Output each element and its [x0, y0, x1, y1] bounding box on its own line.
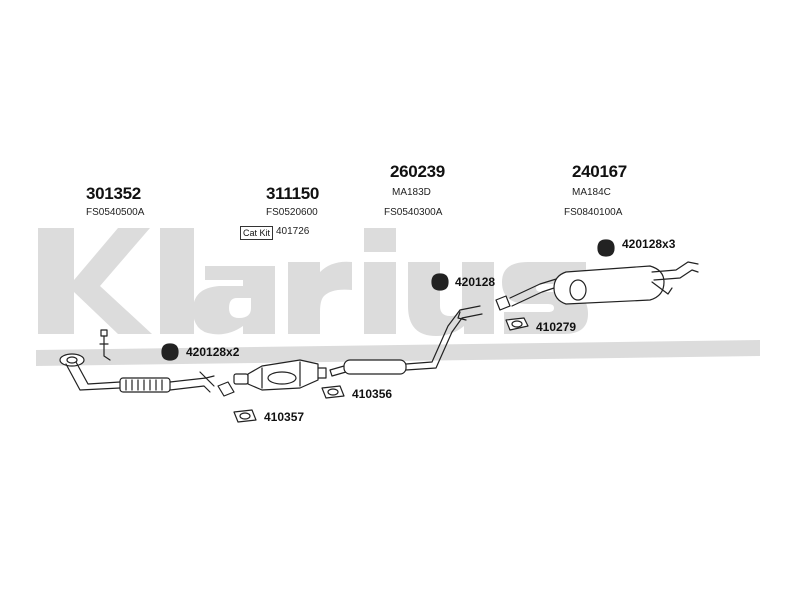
oem-ref-centre-pipe-1: MA183D: [392, 187, 431, 198]
centre-pipe-drawing: [329, 305, 483, 377]
rubber-hanger-icon: [161, 343, 179, 361]
gasket-icon: [321, 385, 345, 399]
part-number-catalytic-converter: 311150: [266, 184, 320, 203]
oem-ref-rear-silencer-1: MA184C: [572, 187, 611, 198]
oem-ref-centre-pipe-2: FS0540300A: [384, 207, 443, 218]
accessory-label-gasket-rear: 410279: [536, 320, 577, 334]
rubber-hanger-icon: [431, 273, 449, 291]
part-number-front-pipe: 301352: [86, 184, 141, 203]
accessory-label-hanger-x3: 420128x3: [622, 237, 676, 251]
part-number-rear-silencer: 240167: [572, 162, 627, 181]
accessory-label-gasket-front: 410357: [264, 410, 305, 424]
cat-kit-badge: Cat Kit: [240, 226, 274, 240]
rubber-hanger-icon: [597, 239, 615, 257]
accessory-label-hanger-x2: 420128x2: [186, 345, 240, 359]
oem-ref-catalytic-converter: FS0520600: [266, 207, 318, 218]
front-pipe-drawing: [59, 329, 215, 393]
oem-ref-rear-silencer-2: FS0840100A: [564, 207, 623, 218]
part-number-centre-pipe: 260239: [390, 162, 445, 181]
accessory-label-hanger: 420128: [455, 275, 496, 289]
gasket-icon: [233, 409, 257, 423]
accessory-label-gasket-mid: 410356: [352, 387, 393, 401]
oem-ref-front-pipe: FS0540500A: [86, 207, 145, 218]
gasket-icon: [505, 317, 529, 331]
cat-kit-ref: 401726: [276, 226, 310, 237]
rear-silencer-drawing: [495, 261, 699, 311]
catalytic-converter-drawing: [217, 359, 327, 397]
